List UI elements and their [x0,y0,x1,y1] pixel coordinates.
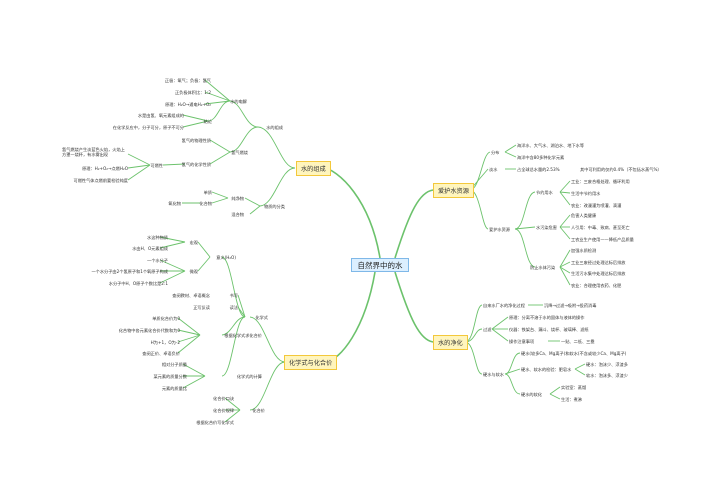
node-hydrogen: 氢气燃烧 [231,150,248,155]
node-save: 节约用水 [536,190,553,195]
leaf-valence-4: 查阅正价、卓语负价 [142,351,180,356]
node-classification: 物质的分类 [264,204,285,209]
leaf-macro-1: 水这种物质 [147,235,168,240]
leaf-save-1: 工业：三废合格处理、循环利用 [571,179,630,184]
leaf-h2-physical: 氢气的物理性质 [181,138,211,143]
node-pollution: 水污染危害 [536,225,557,230]
leaf-calc-1: 相对分子质量 [161,362,187,367]
leaf-filter-1: 原理：分离不溶于水的固体与液体的操作 [509,315,585,320]
node-freshwater: 淡水 [489,167,498,172]
node-meaning: 意义(H₂O) [216,255,236,260]
leaf-h2-chemical: 氢气的化学性质 [181,162,211,167]
leaf-flammable-1: 氢气燃烧产生淡蓝色火焰，火焰上方罩一烧杯，有水雾出现 [62,147,125,157]
node-distinguish: 硬水、软水的检验：肥皂水 [521,367,572,372]
node-conclusion: 结论 [203,119,212,124]
leaf-electrolysis-2: 正负极体积比：1:2 [174,90,211,95]
leaf-filter-3: 操作注意事项 [509,339,535,344]
leaf-micro-1: 一个水分子 [147,258,168,263]
leaf-prevent-2: 工业三废经过处理达标后排放 [571,260,626,265]
leaf-calc-3: 元素的质量比 [161,386,187,391]
leaf-valencesub-3: 根据化合价写化学式 [196,420,234,425]
leaf-element: 单质 [203,190,212,195]
leaf-valence-3: H为+1，O为-2 [150,340,180,345]
node-electrolysis: 水的电解 [230,99,247,104]
leaf-save-3: 农业：改漫灌为喷灌、滴灌 [571,203,622,208]
leaf-freshwater: 占全球总水量的2.53% [517,167,560,172]
leaf-oxide: 氧化物 [168,201,181,206]
leaf-pollution-1: 危害人类健康 [571,213,597,218]
node-valencesub: 化合价 [252,408,265,413]
node-prevent: 防止水体污染 [530,265,556,270]
leaf-distinguish-soft: 软水：泡沫多、浮渣少 [586,373,628,378]
leaf-prevent-3: 生活污水集中处理达标后排放 [571,271,626,276]
leaf-factory: 沉降→过滤→吸附→投药消毒 [544,303,597,308]
leaf-reading: 正写反读 [193,305,210,310]
leaf-pollution-2: 人引用：中毒、致病、甚至死亡 [571,225,630,230]
leaf-soften-1: 实验室：蒸馏 [561,385,587,390]
branch-water-purify[interactable]: 水的净化 [433,335,468,350]
branch-protect-water[interactable]: 爱护水资源 [433,183,474,198]
leaf-valence-1: 单质化合价为0 [152,316,180,321]
node-calc: 化学式的计算 [236,374,262,379]
node-comp: 水的组成 [266,125,283,130]
node-writing: 书写 [229,293,238,298]
leaf-mixture: 混合物 [231,212,244,217]
node-soften: 硬水的软化 [521,392,542,397]
node-reading: 读法 [229,305,238,310]
leaf-flammable-2: 原理：H₂+O₂→点燃H₂O [82,166,128,171]
root-topic[interactable]: 自然界中的水 [351,258,409,272]
node-flammable: 可燃性 [150,163,163,168]
leaf-distribution-2: 海洋中含80多种化学元素 [517,155,565,160]
node-valence-rule: 根据化学式求化合价 [224,333,262,338]
leaf-hard-def: 硬水(较多Ca、Mg离子)和软水(不含或较少Ca、Mg离子) [521,351,627,356]
node-love: 爱护水资源 [489,227,510,232]
node-pure: 纯净物 [231,196,244,201]
leaf-freshwater-note: 其中可利用的仅约0.4%（不包括水蒸气%） [580,167,662,172]
leaf-calc-2: 某元素的质量分数 [153,374,187,379]
branch-water-composition[interactable]: 水的组成 [296,161,331,176]
leaf-macro-2: 水由H、O元素组成 [132,246,168,251]
leaf-electrolysis-1: 正极：氧气；负极：氢气 [164,78,211,83]
leaf-prevent-4: 农业：合理使用农药、化肥 [571,283,622,288]
node-macro: 宏观 [189,240,198,245]
leaf-conclusion-2: 在化学反应中，分子可分，原子不可分 [112,125,184,130]
leaf-distribution-1: 海洋水、大气水、湖泊水、地下水等 [517,143,585,148]
leaf-valence-2: 化合物中各元素化合价代数和为0 [118,328,180,333]
leaf-flammable-3: 可燃性气体点燃前要检验纯度 [73,178,128,183]
leaf-soften-2: 生活：煮沸 [561,397,582,402]
leaf-micro-2: 一个水分子由2个氢原子和1个氧原子构成 [91,269,168,274]
leaf-micro-3: 水分子中H、O原子个数比是2:1 [108,281,168,286]
node-factory: 自来水厂水的净化过程 [483,303,525,308]
leaf-pollution-3: 工农业生产使用——降低产品质量 [571,237,634,242]
leaf-valencesub-2: 化合价规律 [213,408,234,413]
leaf-conclusion-1: 水是由氢、氧元素组成的 [137,113,184,118]
leaf-writing: 查阅教材、卓语概念 [172,293,210,298]
node-filter: 过滤 [483,327,492,332]
leaf-filter-note: 一贴、二低、三靠 [561,339,595,344]
leaf-save-2: 生活中节约用水 [571,191,601,196]
leaf-electrolysis-3: 原理：H₂O→通电H₂+O₂ [165,102,211,107]
leaf-valencesub-1: 化合价口诀 [213,396,234,401]
node-distribution: 分布 [491,150,500,155]
leaf-prevent-1: 加强水质检测 [571,248,597,253]
node-micro: 微观 [189,269,198,274]
node-chemformula: 化学式 [255,315,268,320]
branch-formula-valence[interactable]: 化学式与化合价 [284,355,338,370]
leaf-filter-2: 仪器：铁架台、漏斗、烧杯、玻璃棒、滤纸 [509,327,589,332]
leaf-distinguish-hard: 硬水：泡沫少、浮渣多 [586,362,628,367]
leaf-compound: 化合物 [199,201,212,206]
node-hard: 硬水与软水 [483,372,504,377]
